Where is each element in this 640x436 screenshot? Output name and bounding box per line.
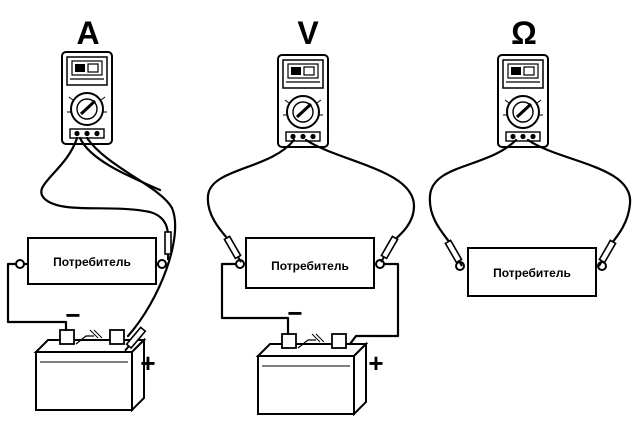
ohmmeter-load-label: Потребитель <box>493 266 571 280</box>
ammeter-plus-sign: + <box>140 348 155 378</box>
multimeter-icon <box>496 53 550 149</box>
voltmeter-load-label: Потребитель <box>271 259 349 273</box>
ammeter-load-box <box>27 237 157 285</box>
ohmmeter-load-box <box>467 247 597 297</box>
multimeter-icon <box>276 53 330 149</box>
multimeter-icon <box>60 50 114 146</box>
ohmmeter-mode-symbol: Ω <box>511 15 537 51</box>
ammeter-mode-symbol: A <box>76 15 99 51</box>
voltmeter-load-box <box>245 237 375 289</box>
voltmeter-mode-symbol: V <box>297 15 319 51</box>
battery-icon <box>257 333 367 415</box>
voltmeter-panel: V Потребитель − + <box>206 15 416 415</box>
voltmeter-minus-sign: − <box>287 298 302 328</box>
ohmmeter-panel: Ω Потребитель <box>428 15 632 297</box>
ammeter-panel: A Потребитель − + <box>6 15 177 411</box>
ammeter-load-label: Потребитель <box>53 255 131 269</box>
voltmeter-plus-sign: + <box>368 348 383 378</box>
ammeter-minus-sign: − <box>65 300 80 330</box>
